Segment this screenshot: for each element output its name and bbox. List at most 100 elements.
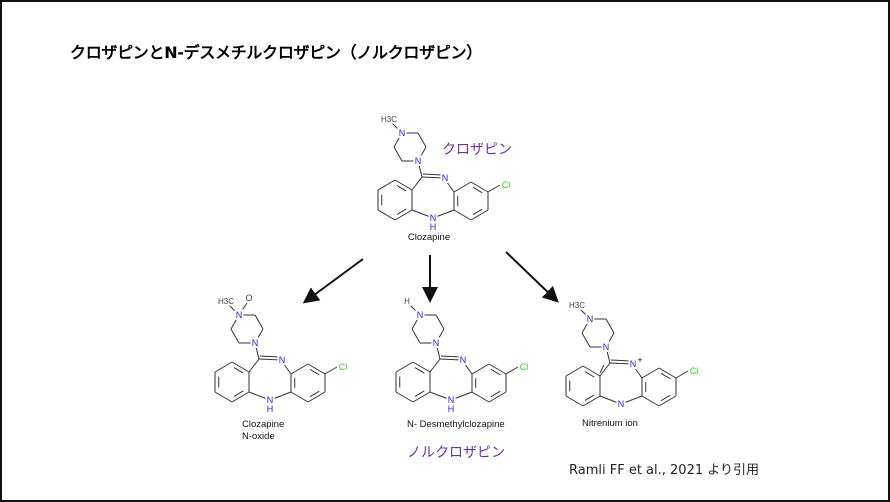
substituent-label: H3C	[569, 301, 585, 310]
bond	[620, 395, 643, 405]
imine-nitrogen-label: N	[279, 355, 286, 365]
bond	[417, 146, 427, 162]
piperazine-top-nitrogen-label: N	[417, 310, 424, 320]
double-bond	[396, 185, 407, 192]
bond	[307, 391, 326, 403]
bond	[609, 362, 633, 365]
piperazine-top-nitrogen-label: N	[399, 128, 406, 138]
bond-to-substituent	[228, 304, 240, 316]
bond	[290, 363, 309, 375]
bond-to-substituent	[391, 122, 403, 134]
bond	[230, 314, 240, 330]
bridge-nitrogen-label: N	[267, 395, 274, 405]
double-bond	[584, 371, 595, 378]
bond	[435, 314, 445, 330]
bond	[565, 395, 584, 407]
bond	[254, 314, 264, 330]
chlorine-label: Cl	[520, 362, 529, 372]
molecule-name: N-oxide	[242, 431, 275, 442]
double-bond	[610, 359, 632, 362]
bond	[470, 209, 489, 221]
molecule-name: N- Desmethylclozapine	[407, 419, 505, 430]
bond	[377, 179, 396, 191]
bond	[581, 332, 591, 348]
bond	[453, 181, 472, 193]
bond	[471, 363, 490, 375]
bond	[471, 391, 490, 403]
bond	[429, 358, 441, 373]
bond	[443, 177, 455, 193]
bond	[582, 365, 601, 377]
bridge-hydrogen-label: H	[430, 222, 437, 232]
bond-to-substituent	[409, 304, 421, 316]
double-bond	[233, 367, 244, 374]
bond	[582, 395, 601, 407]
bond	[412, 391, 431, 403]
bond	[258, 358, 282, 361]
bond	[248, 358, 260, 373]
bond	[488, 391, 507, 403]
bridge-nitrogen-label: N	[448, 395, 455, 405]
bridge-nitrogen-label: N	[430, 213, 437, 223]
double-bond	[599, 364, 605, 374]
double-bond	[309, 390, 320, 398]
chlorine-label: Cl	[339, 362, 348, 372]
bond	[641, 395, 660, 407]
bond	[439, 358, 463, 361]
bond	[214, 391, 233, 403]
bond	[599, 395, 622, 405]
bond-to-chlorine	[505, 366, 519, 375]
citation: Ramli FF et al., 2021 より引用	[569, 463, 759, 478]
bond-to-chlorine	[324, 366, 338, 375]
bond	[393, 146, 403, 162]
bond	[394, 179, 413, 191]
bond	[248, 391, 271, 401]
double-bond	[660, 372, 671, 380]
bond	[450, 391, 473, 401]
oxygen-label: O	[245, 293, 252, 303]
bond	[393, 132, 403, 148]
bond	[421, 176, 445, 179]
double-bond	[259, 355, 281, 358]
double-bond	[490, 390, 501, 398]
bond	[605, 346, 611, 364]
molecule-name: Clozapine	[242, 419, 284, 430]
piperazine-nitrogen-label: N	[433, 338, 440, 348]
bond	[290, 391, 309, 403]
bond	[231, 361, 250, 373]
bond-to-substituent	[579, 308, 591, 320]
double-bond	[660, 394, 671, 402]
bond	[435, 328, 445, 344]
bond	[470, 181, 489, 193]
double-bond	[584, 394, 595, 401]
bond	[658, 395, 677, 407]
bond-to-oxygen	[238, 302, 248, 316]
bond	[605, 332, 615, 348]
imine-nitrogen-label: N	[442, 173, 449, 183]
bond	[280, 359, 292, 375]
piperazine-nitrogen-label: N	[603, 342, 610, 352]
double-bond	[472, 208, 483, 216]
bond	[411, 209, 434, 219]
bond	[411, 176, 423, 191]
double-bond	[309, 368, 320, 376]
bond	[599, 362, 611, 377]
bond	[658, 367, 677, 379]
bond	[377, 209, 396, 221]
bond-to-chlorine	[675, 370, 689, 379]
bond	[214, 361, 233, 373]
bond	[231, 391, 250, 403]
bridge-hydrogen-label: H	[267, 404, 274, 414]
piperazine-nitrogen-label: N	[252, 338, 259, 348]
double-bond	[414, 367, 425, 374]
bond	[417, 132, 427, 148]
bond	[230, 328, 240, 344]
bond	[307, 363, 326, 375]
slide-title: クロザピンとN-デスメチルクロザピン（ノルクロザピン）	[70, 43, 482, 62]
chlorine-label: Cl	[502, 180, 511, 190]
